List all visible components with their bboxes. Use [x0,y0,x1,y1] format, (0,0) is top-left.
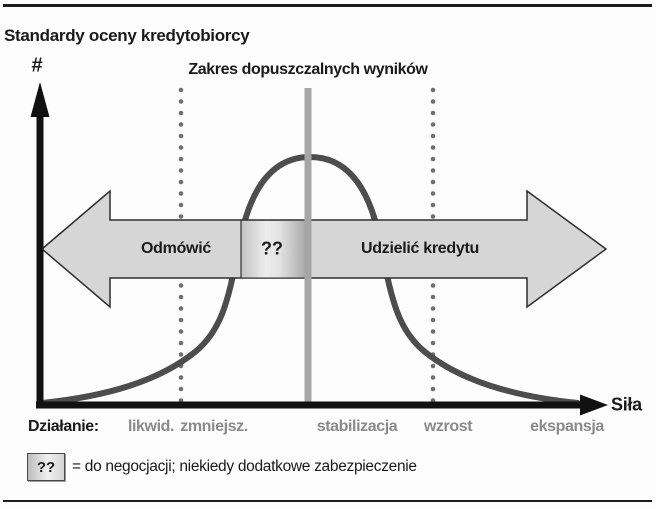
action-item-ekspansja: ekspansja [530,418,604,435]
boundary-dot [430,156,436,162]
boundary-dot [178,329,184,334]
boundary-dot [430,168,436,173]
x-axis-label: Siła [611,394,642,415]
boundary-dot [430,317,436,323]
boundary-dot [178,87,184,93]
boundary-dot [178,283,184,288]
boundary-dot [430,294,436,300]
y-axis-arrowhead [30,82,50,117]
boundary-dot [178,133,184,139]
action-item-wzrost: wzrost [423,418,473,435]
action-item-stabilizacja: stabilizacja [316,418,398,435]
acceptable-range-label: Zakres dopuszczalnych wyników [188,61,428,78]
legend-symbol-box: ?? [27,453,65,481]
boundary-dot [178,122,184,127]
refuse-label: Odmówić [141,240,211,257]
boundary-dot [178,145,184,150]
boundary-dot [430,283,436,288]
y-axis-line [36,112,44,408]
legend-symbol: ?? [36,458,56,476]
top-divider [3,4,652,7]
y-axis-label: # [31,54,43,77]
decision-arrow-shape [40,189,608,309]
boundary-dot [178,168,184,173]
boundary-dot [430,191,436,196]
boundary-dot [430,363,436,369]
boundary-dot [430,306,436,311]
x-axis-line [36,401,583,409]
boundary-dot [178,214,184,219]
legend-text: = do negocjacji; niekiedy dodatkowe zabe… [72,458,417,475]
action-row-label: Działanie: [28,418,99,435]
boundary-dot [430,329,436,334]
boundary-dot [178,294,184,300]
boundary-dot [430,375,436,380]
grant-credit-label: Udzielić kredytu [361,240,479,257]
figure-title: Standardy oceny kredytobiorcy [4,26,250,45]
boundary-dot [178,375,184,380]
boundary-dot [430,214,436,219]
bottom-divider [3,500,652,502]
boundary-dot [178,202,184,208]
boundary-dot [178,179,184,185]
boundary-dot [430,87,436,93]
boundary-dot [178,191,184,196]
boundary-dot [178,352,184,357]
boundary-dot [178,340,184,346]
boundary-dot [430,340,436,346]
boundary-dot [178,306,184,311]
boundary-dot [430,122,436,127]
boundary-dot [430,133,436,139]
center-target-bar [304,88,312,403]
boundary-dot [178,110,184,116]
boundary-dot [430,386,436,392]
boundary-dot [430,145,436,150]
boundary-dot [178,317,184,323]
boundary-dot [430,110,436,116]
negotiable-label: ?? [261,238,283,259]
boundary-dot [178,386,184,392]
boundary-dot [430,179,436,185]
boundary-dot [430,99,436,104]
action-item-zmniejsz: zmniejsz. [180,418,248,435]
negotiable-section [241,221,311,278]
boundary-dot [178,156,184,162]
boundary-dot [178,99,184,104]
action-item-likwid: likwid. [127,418,175,435]
x-axis-arrowhead [580,394,608,416]
boundary-dot [430,202,436,208]
